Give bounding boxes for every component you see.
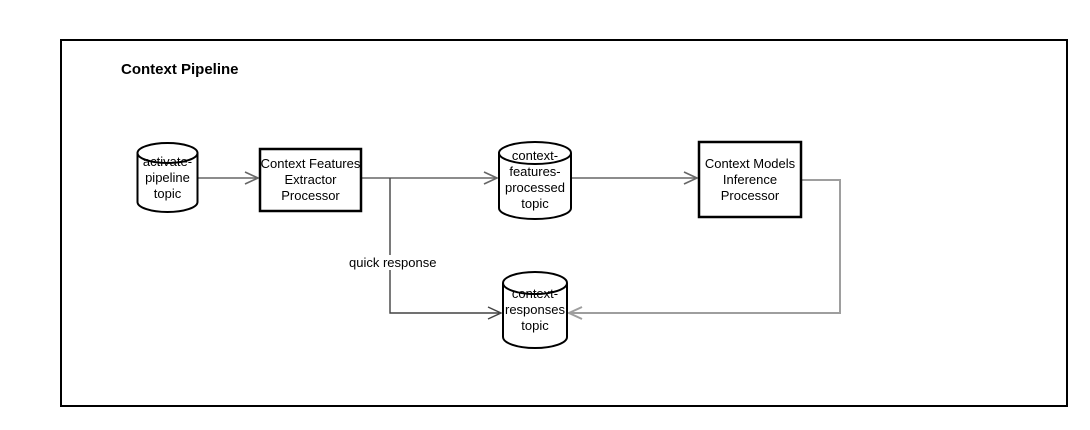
node-context-responses-topic — [502, 271, 568, 349]
diagram-frame — [60, 39, 1068, 407]
diagram-title: Context Pipeline — [121, 61, 239, 78]
edge-quick-response — [389, 178, 503, 320]
node-context-features-extractor-processor — [258, 147, 363, 213]
edge-features-processed-to-inference — [571, 171, 699, 185]
edge-activate-to-extractor — [198, 171, 260, 185]
edge-inference-to-responses — [566, 179, 841, 320]
node-context-features-processed-topic — [498, 141, 572, 220]
node-activate-pipeline-topic — [136, 142, 199, 213]
edge-extractor-to-features-processed — [361, 171, 499, 185]
label-quick-response: quick response — [347, 255, 439, 270]
node-context-models-inference-processor — [697, 140, 803, 219]
